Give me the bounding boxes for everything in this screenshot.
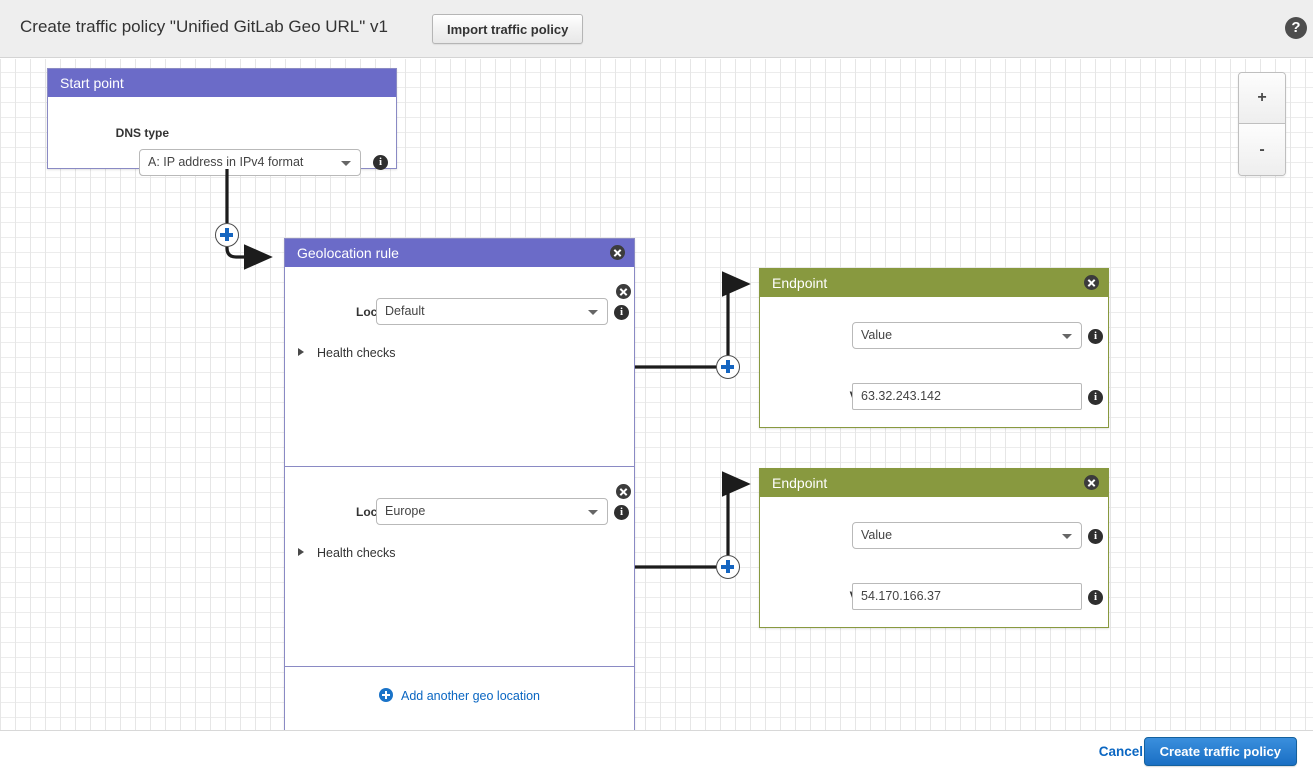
add-node-button-start[interactable]	[215, 223, 239, 247]
add-node-button-endpoint-2[interactable]	[716, 555, 740, 579]
add-another-geo-location-label: Add another geo location	[401, 689, 540, 703]
geolocation-rule-header: Geolocation rule	[285, 239, 634, 267]
endpoint-value-input[interactable]: 54.170.166.37	[852, 583, 1082, 610]
location-info-icon[interactable]: i	[614, 305, 629, 320]
endpoint-title: Endpoint	[772, 475, 828, 491]
dns-type-label: DNS type	[115, 126, 169, 140]
chevron-right-icon	[298, 348, 304, 356]
zoom-in-button[interactable]: +	[1239, 73, 1285, 124]
endpoint-title: Endpoint	[772, 275, 828, 291]
top-toolbar: Create traffic policy "Unified GitLab Ge…	[0, 0, 1313, 58]
health-checks-label: Health checks	[317, 346, 396, 360]
endpoint-type-value: Value	[861, 528, 893, 542]
endpoint-type-select[interactable]: Value	[852, 322, 1082, 349]
close-icon[interactable]	[1084, 475, 1099, 490]
endpoint-value-info-icon[interactable]: i	[1088, 390, 1103, 405]
endpoint-value-text: 54.170.166.37	[861, 589, 941, 603]
start-point-header: Start point	[48, 69, 396, 97]
dns-type-info-icon[interactable]: i	[373, 155, 388, 170]
add-node-button-endpoint-1[interactable]	[716, 355, 740, 379]
close-icon[interactable]	[1084, 275, 1099, 290]
start-point-body: DNS type A: IP address in IPv4 format i	[48, 97, 396, 176]
plus-icon	[379, 688, 393, 702]
chevron-down-icon	[588, 510, 598, 515]
connector-wires	[225, 169, 751, 569]
location-value: Default	[385, 304, 425, 318]
chevron-down-icon	[588, 310, 598, 315]
endpoint-type-select[interactable]: Value	[852, 522, 1082, 549]
cancel-button[interactable]: Cancel	[1098, 744, 1143, 759]
location-select[interactable]: Europe	[376, 498, 608, 525]
endpoint-value-text: 63.32.243.142	[861, 389, 941, 403]
endpoint-header: Endpoint	[760, 269, 1108, 297]
location-select[interactable]: Default	[376, 298, 608, 325]
help-icon[interactable]: ?	[1285, 17, 1307, 39]
health-checks-toggle[interactable]: Health checks	[298, 346, 396, 360]
location-info-icon[interactable]: i	[614, 505, 629, 520]
endpoint-body: Type Value i Value 63.32.243.142 i	[760, 297, 1108, 428]
zoom-out-button[interactable]: -	[1239, 124, 1285, 175]
close-icon[interactable]	[610, 245, 625, 260]
endpoint-node: Endpoint Type Value i Value 63.32.243.14…	[759, 268, 1109, 428]
geo-location-section: Location Europe i Health checks	[285, 467, 634, 666]
chevron-down-icon	[1062, 534, 1072, 539]
import-traffic-policy-button[interactable]: Import traffic policy	[432, 14, 584, 44]
close-icon[interactable]	[616, 284, 631, 299]
geo-location-section: Location Default i Health checks	[285, 267, 634, 466]
endpoint-type-value: Value	[861, 328, 893, 342]
chevron-right-icon	[298, 548, 304, 556]
create-traffic-policy-button[interactable]: Create traffic policy	[1143, 737, 1297, 766]
endpoint-header: Endpoint	[760, 469, 1108, 497]
geolocation-rule-node: Geolocation rule Location Default i Heal…	[284, 238, 635, 730]
health-checks-label: Health checks	[317, 546, 396, 560]
endpoint-value-info-icon[interactable]: i	[1088, 590, 1103, 605]
location-value: Europe	[385, 504, 426, 518]
add-another-geo-location-button[interactable]: Add another geo location	[285, 688, 634, 703]
health-checks-toggle[interactable]: Health checks	[298, 546, 396, 560]
zoom-controls: + -	[1238, 72, 1286, 176]
policy-canvas[interactable]: Start point DNS type A: IP address in IP…	[0, 59, 1313, 730]
close-icon[interactable]	[616, 484, 631, 499]
chevron-down-icon	[1062, 334, 1072, 339]
page-title: Create traffic policy "Unified GitLab Ge…	[20, 17, 388, 36]
start-point-title: Start point	[60, 75, 124, 91]
section-divider	[285, 666, 634, 667]
endpoint-node: Endpoint Type Value i Value 54.170.166.3…	[759, 468, 1109, 628]
geolocation-rule-title: Geolocation rule	[297, 245, 399, 261]
section-divider	[285, 466, 634, 467]
dns-type-select-control[interactable]: A: IP address in IPv4 format	[139, 149, 361, 176]
start-point-node: Start point DNS type A: IP address in IP…	[47, 68, 397, 176]
endpoint-type-info-icon[interactable]: i	[1088, 329, 1103, 344]
chevron-down-icon	[341, 161, 351, 166]
footer-bar: Cancel Create traffic policy	[0, 730, 1313, 770]
endpoint-value-input[interactable]: 63.32.243.142	[852, 383, 1082, 410]
geolocation-rule-body: Location Default i Health checks Locatio…	[285, 267, 634, 730]
endpoint-body: Type Value i Value 54.170.166.37 i	[760, 497, 1108, 628]
endpoint-type-info-icon[interactable]: i	[1088, 529, 1103, 544]
dns-type-value: A: IP address in IPv4 format	[148, 155, 304, 169]
